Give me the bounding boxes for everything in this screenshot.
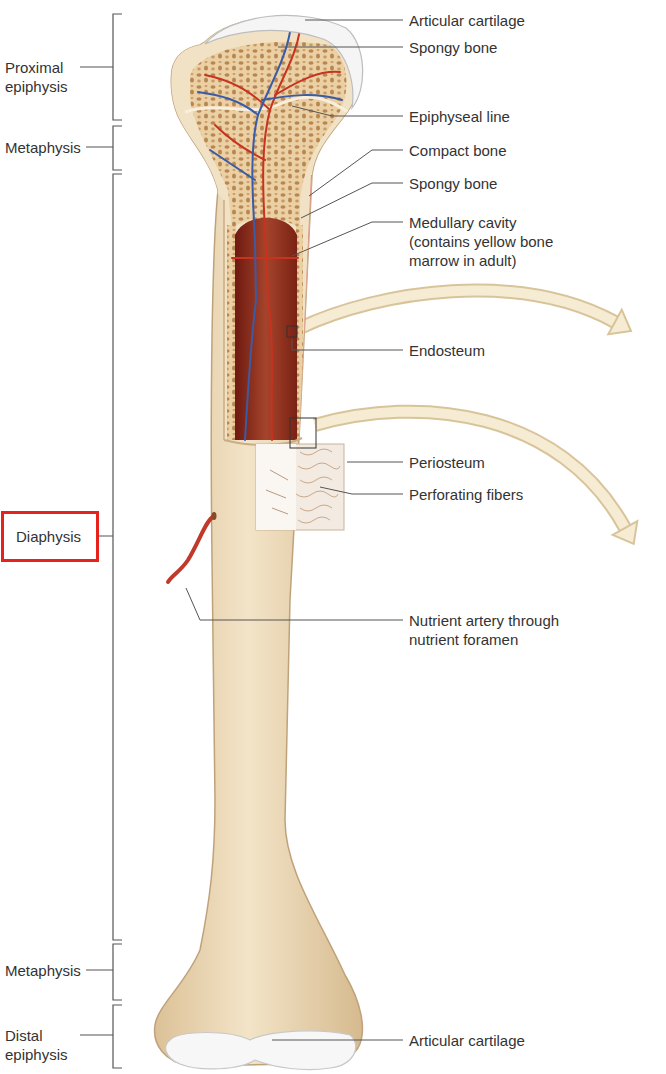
part-label: Periosteum [408,453,486,472]
region-box: Diaphysis [1,511,99,562]
zoom-arrow [300,291,615,328]
part-label: Medullary cavity (contains yellow bone m… [408,213,575,270]
vein [245,32,290,440]
vein [198,92,342,180]
region-label: Proximal epiphysis [4,58,78,96]
bone-outline [155,17,363,1066]
articular-cartilage [205,15,363,108]
nutrient-artery [168,516,214,582]
part-label: Articular cartilage [408,11,526,30]
nutrient-foramen [212,512,217,520]
leader-line [272,1040,403,1041]
fibers [296,449,340,523]
arrow-head [608,310,631,335]
leader-line [305,20,403,21]
region-label: Distal epiphysis [4,1026,78,1064]
leader-line [301,183,403,218]
part-label: Spongy bone [408,174,498,193]
part-label: Endosteum [408,341,486,360]
bone-surface [256,444,296,530]
leader-line [320,487,403,494]
bracket [80,14,122,120]
bracket [99,174,122,940]
zoom-arrows [300,291,637,544]
bracket [86,126,122,170]
leader-lines [186,20,403,1040]
leader-line [309,150,403,196]
part-label: Perforating fibers [408,485,524,504]
leader-line [278,47,403,48]
compact-bone [160,0,380,440]
region-label: Metaphysis [4,138,82,157]
zoom-arrow [315,412,625,528]
leader-line [347,462,403,463]
part-label: Articular cartilage [408,1031,526,1050]
part-label: Compact bone [408,141,508,160]
zoom-arrow [315,412,625,528]
zoom-arrow [300,291,615,328]
periosteum-inset [256,444,344,530]
bracket [86,944,122,1000]
articular-cartilage [166,1031,356,1070]
part-label: Epiphyseal line [408,107,511,126]
bracket [80,1005,122,1068]
periosteum-edge [300,175,312,440]
region-name: Diaphysis [16,527,81,546]
leader-line [292,106,403,116]
arrow-head [613,521,638,544]
spongy-bone [190,42,346,230]
blood-vessels [198,30,342,440]
zoom-box [290,418,316,448]
artery [205,72,340,258]
leader-line [186,588,403,620]
section-edge [223,200,225,440]
bone-section [160,0,380,440]
region-label: Metaphysis [4,961,82,980]
part-label: Nutrient artery through nutrient foramen [408,611,582,649]
perforating-fibers [266,470,288,514]
zoom-box [287,326,297,337]
periosteum-patch [256,444,344,530]
leader-line [292,222,403,256]
part-label: Spongy bone [408,38,498,57]
leader-line [292,339,403,350]
